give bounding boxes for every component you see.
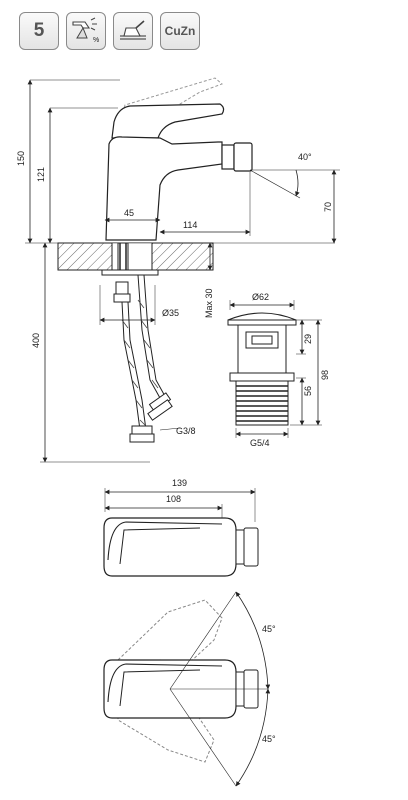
water-saving-icon: % bbox=[66, 12, 106, 50]
dim-hose-thread: G3/8 bbox=[176, 426, 196, 436]
dim-swivel-angle-bottom: 45° bbox=[262, 734, 276, 744]
handle-left-position bbox=[117, 599, 223, 691]
dim-spout-offset: 45 bbox=[124, 208, 134, 218]
ceramic-cartridge-icon bbox=[113, 12, 153, 50]
top-view: 139 108 bbox=[103, 478, 259, 577]
aerator-joint bbox=[221, 144, 235, 170]
dim-mounting-hole: Ø35 bbox=[162, 308, 179, 318]
warranty-years: 5 bbox=[33, 20, 45, 41]
feature-badges: 5 % CuZn bbox=[19, 12, 200, 50]
dim-waste-56: 56 bbox=[303, 386, 313, 396]
warranty-badge: 5 bbox=[19, 12, 59, 50]
hose-nut bbox=[131, 425, 153, 435]
dim-waste-diameter: Ø62 bbox=[252, 292, 269, 302]
dim-spout-reach: 114 bbox=[183, 220, 197, 230]
flexible-hose bbox=[121, 301, 141, 431]
dim-swivel-angle-top: 45° bbox=[262, 624, 276, 634]
handle bbox=[111, 103, 225, 139]
swivel-view: 45° 45° bbox=[103, 591, 276, 787]
dim-aerator-height: 70 bbox=[323, 202, 333, 212]
dim-total-height: 150 bbox=[16, 151, 26, 166]
waste-view: Ø62 29 56 98 G5/4 bbox=[227, 292, 330, 448]
aerator bbox=[233, 142, 253, 172]
waste-plug bbox=[227, 312, 297, 321]
mixer-body bbox=[105, 136, 223, 241]
dim-aerator-angle: 40° bbox=[298, 152, 312, 162]
dim-max-thickness: Max 30 bbox=[204, 288, 214, 318]
material-badge: CuZn bbox=[160, 12, 200, 50]
dim-waste-thread: G5/4 bbox=[250, 438, 270, 448]
mounting-plate bbox=[101, 269, 159, 276]
dim-spout-height: 121 bbox=[36, 167, 46, 182]
dim-top-length: 139 bbox=[172, 478, 187, 488]
material-label: CuZn bbox=[164, 24, 196, 38]
svg-text:%: % bbox=[93, 37, 99, 44]
dim-waste-29: 29 bbox=[303, 334, 313, 344]
top-view-body bbox=[103, 517, 237, 577]
dim-hose-length: 400 bbox=[31, 333, 41, 348]
dim-waste-98: 98 bbox=[320, 370, 330, 380]
dim-top-body-length: 108 bbox=[166, 494, 181, 504]
side-view: 150 121 45 114 40° 70 400 Ø35 Max 30 G3/… bbox=[16, 77, 340, 463]
